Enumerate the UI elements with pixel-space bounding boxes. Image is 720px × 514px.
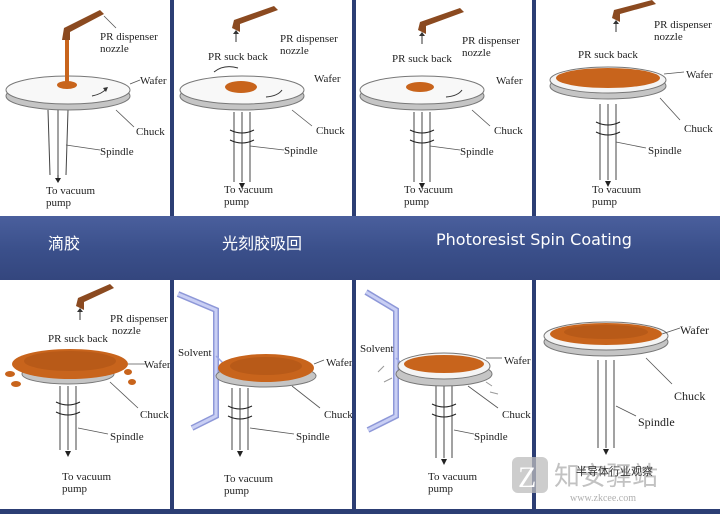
nozzle-label: PR dispenser (462, 35, 520, 47)
panel-spread-drawing: PR suck back PR dispenser nozzle Wafer C… (549, 0, 713, 208)
panel-suck-back-1: PR suck back PR dispenser nozzle Wafer C… (174, 0, 352, 216)
suckback-label: PR suck back (578, 49, 638, 61)
panel-suck-back-2-drawing: PR suck back PR dispenser nozzle Wafer C… (359, 8, 523, 208)
solvent-label: Solvent (178, 347, 212, 359)
vacuum-label-2: pump (224, 485, 250, 497)
wafer-label: Wafer (504, 355, 531, 367)
watermark: Z 知安驿站 半导体行业观察 www.zkcee.com (510, 455, 716, 505)
chuck-label: Chuck (140, 409, 169, 421)
vacuum-label: To vacuum (224, 473, 273, 485)
wafer-label: Wafer (680, 323, 709, 337)
watermark-url: www.zkcee.com (570, 493, 636, 504)
vacuum-label: To vacuum (592, 184, 641, 196)
spindle-label: Spindle (110, 431, 144, 443)
spindle-label: Spindle (284, 145, 318, 157)
nozzle-label-2: nozzle (112, 325, 141, 337)
panel-solvent-2: Solvent Wafer Chuck Spindle To vacuum pu… (356, 280, 532, 509)
chuck-label: Chuck (136, 126, 165, 138)
svg-text:Z: Z (518, 461, 536, 494)
vacuum-label: To vacuum (224, 184, 273, 196)
banner-label-spin-coating: Photoresist Spin Coating (436, 230, 632, 249)
wafer-label: Wafer (326, 357, 352, 369)
panel-spin-off-drawing: PR suck back PR dispenser nozzle Wafer C… (5, 284, 171, 495)
spindle-label: Spindle (638, 415, 675, 429)
panel-final-drawing: Wafer Chuck Spindle (543, 321, 709, 455)
suckback-label: PR suck back (392, 53, 452, 65)
spindle-label: Spindle (648, 145, 682, 157)
banner-label-dispense: 滴胶 (48, 234, 81, 253)
nozzle-label: PR dispenser (654, 19, 712, 31)
banner-label-suckback: 光刻胶吸回 (222, 234, 303, 253)
watermark-brand: 知安驿站 (554, 462, 658, 491)
panel-spin-off: PR suck back PR dispenser nozzle Wafer C… (0, 280, 171, 509)
panel-solvent-2-drawing: Solvent Wafer Chuck Spindle To vacuum pu… (360, 289, 531, 495)
wafer-label: Wafer (314, 73, 341, 85)
panel-spread: PR suck back PR dispenser nozzle Wafer C… (536, 0, 720, 216)
nozzle-label-2: nozzle (462, 47, 491, 59)
chuck-label: Chuck (674, 389, 705, 403)
panel-solvent-1-drawing: Solvent Wafer Chuck Spindle To vacuum pu… (176, 291, 353, 497)
nozzle-label: PR dispenser (100, 31, 158, 43)
nozzle-label-2: nozzle (654, 31, 683, 43)
chuck-label: Chuck (316, 125, 345, 137)
wafer-label: Wafer (144, 359, 170, 371)
wafer-label: Wafer (686, 69, 713, 81)
chuck-label: Chuck (684, 123, 713, 135)
vacuum-label-2: pump (62, 483, 88, 495)
watermark-drawing: Z 知安驿站 半导体行业观察 www.zkcee.com (512, 457, 658, 504)
nozzle-label-2: nozzle (100, 43, 129, 55)
vacuum-label: To vacuum (404, 184, 453, 196)
vacuum-label: To vacuum (46, 185, 95, 197)
panel-suck-back-1-drawing: PR suck back PR dispenser nozzle Wafer C… (179, 6, 345, 208)
suckback-label: PR suck back (48, 333, 108, 345)
wafer-label: Wafer (496, 75, 523, 87)
chuck-label: Chuck (324, 409, 352, 421)
nozzle-label: PR dispenser (110, 313, 168, 325)
vacuum-label-2: pump (224, 196, 250, 208)
vacuum-label-2: pump (428, 483, 454, 495)
solvent-label: Solvent (360, 343, 394, 355)
vacuum-label-2: pump (404, 196, 430, 208)
suckback-label: PR suck back (208, 51, 268, 63)
section-banner: 滴胶 光刻胶吸回 Photoresist Spin Coating (0, 216, 720, 280)
chuck-label: Chuck (494, 125, 523, 137)
spindle-label: Spindle (296, 431, 330, 443)
vacuum-label-2: pump (46, 197, 72, 209)
nozzle-label-2: nozzle (280, 45, 309, 57)
nozzle-label: PR dispenser (280, 33, 338, 45)
vacuum-label: To vacuum (62, 471, 111, 483)
watermark-sub: 半导体行业观察 (576, 464, 653, 478)
panel-dispense: PR dispenser nozzle Wafer Chuck Spindle … (0, 0, 170, 216)
spindle-label: Spindle (460, 146, 494, 158)
wafer-label: Wafer (140, 75, 167, 87)
panel-dispense-drawing: PR dispenser nozzle Wafer Chuck Spindle … (5, 10, 167, 209)
spindle-label: Spindle (100, 146, 134, 158)
panel-final: Wafer Chuck Spindle (536, 280, 720, 509)
spindle-label: Spindle (474, 431, 508, 443)
chuck-label: Chuck (502, 409, 531, 421)
vacuum-label-2: pump (592, 196, 618, 208)
panel-suck-back-2: PR suck back PR dispenser nozzle Wafer C… (356, 0, 532, 216)
panel-solvent-1: Solvent Wafer Chuck Spindle To vacuum pu… (174, 280, 353, 509)
watermark-logo-icon (512, 457, 548, 493)
vacuum-label: To vacuum (428, 471, 477, 483)
